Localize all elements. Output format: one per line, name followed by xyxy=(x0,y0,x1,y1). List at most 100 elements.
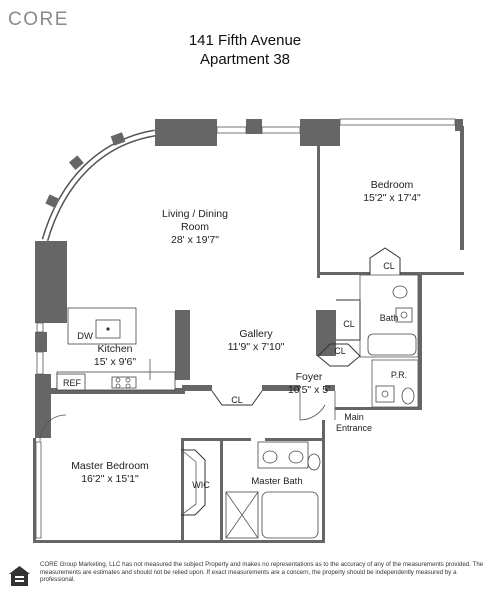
bedroom-bottom-wall xyxy=(320,272,370,275)
apartment-line: Apartment 38 xyxy=(199,51,291,68)
foyer-dims: 10'5" x 5' xyxy=(288,384,330,396)
gallery-south-wall-right xyxy=(262,385,300,391)
closet-pier xyxy=(316,310,336,356)
top-pier-left xyxy=(155,119,217,146)
kitchen-pier xyxy=(175,310,190,380)
living-label-line1: Living / Dining xyxy=(162,208,228,220)
dw-label: DW xyxy=(77,331,93,342)
right-wall xyxy=(460,126,464,250)
gallery-closet-label: CL xyxy=(231,395,243,405)
window-master xyxy=(35,441,42,539)
living-label-line2: Room xyxy=(181,221,209,233)
master-bedroom-right-wall xyxy=(181,438,184,541)
bottom-wall xyxy=(33,540,325,543)
master-tub xyxy=(261,491,319,539)
master-bath-label: Master Bath xyxy=(251,476,302,487)
window-left-2 xyxy=(36,351,44,375)
master-top-wall xyxy=(181,438,251,441)
bath-label: Bath xyxy=(380,313,399,323)
pr-outline xyxy=(371,359,419,408)
bath-sink xyxy=(395,307,413,323)
room-labels: Bedroom 15'2" x 17'4" Living / Dining Ro… xyxy=(63,179,421,490)
window-top-3 xyxy=(339,118,456,126)
bathtub xyxy=(367,333,417,356)
bedroom-closet-door xyxy=(369,247,401,275)
wic-door xyxy=(183,451,197,514)
gallery-label: Gallery xyxy=(239,328,273,340)
bay-mullion-2 xyxy=(68,155,84,171)
closet-b xyxy=(317,343,361,367)
bay-window-frame xyxy=(41,129,156,241)
wic-label: WIC xyxy=(192,480,210,490)
gallery-closet xyxy=(211,390,263,406)
entrance-label-line1: Main xyxy=(344,412,364,422)
pr-label: P.R. xyxy=(391,370,407,380)
sink-drain xyxy=(106,327,110,331)
kitchen-label: Kitchen xyxy=(97,343,132,355)
top-corner xyxy=(455,119,463,131)
listing-title: 141 Fifth Avenue Apartment 38 xyxy=(0,31,490,69)
left-pier-mid xyxy=(35,332,47,352)
vanity-sink-1 xyxy=(262,450,278,464)
bedroom-dims: 15'2" x 17'4" xyxy=(363,192,421,204)
master-toilet xyxy=(307,453,321,471)
entrance-label-line2: Entrance xyxy=(336,423,372,433)
footer: CORE Group Marketing, LLC has not measur… xyxy=(8,560,484,596)
bath-toilet xyxy=(392,285,408,299)
pr-sink xyxy=(375,385,395,403)
left-wall-master xyxy=(33,438,36,542)
foyer-label: Foyer xyxy=(296,371,323,383)
refrigerator xyxy=(56,373,86,391)
master-bath-top-wall xyxy=(265,438,325,441)
gallery-dims: 11'9" x 7'10" xyxy=(228,341,285,353)
kitchen-bottom-wall xyxy=(35,388,185,394)
burner-3 xyxy=(115,383,121,389)
equal-housing-icon xyxy=(9,566,30,586)
left-pier-upper xyxy=(35,241,67,323)
pr-sink-basin xyxy=(381,390,389,398)
bay-mullion-3 xyxy=(45,194,60,209)
closet-a-label: CL xyxy=(343,319,355,329)
master-bath-right-wall xyxy=(322,420,325,543)
bedroom-closet-label: CL xyxy=(383,261,395,271)
kitchen-dims: 15' x 9'6" xyxy=(94,356,136,368)
window-left-1 xyxy=(36,322,44,333)
foyer-door-swing xyxy=(299,391,326,421)
exterior-walls xyxy=(33,119,464,543)
closet-a xyxy=(336,299,361,341)
bay-window-glass xyxy=(43,131,156,241)
gallery-south-wall-left xyxy=(182,385,212,391)
disclaimer-text: CORE Group Marketing, LLC has not measur… xyxy=(40,561,484,584)
windows xyxy=(35,118,456,539)
burner-4 xyxy=(125,383,131,389)
master-door-swing xyxy=(39,414,67,442)
bath-sink-basin xyxy=(400,311,408,319)
bay-mullion-1 xyxy=(110,132,126,146)
pr-bottom-wall xyxy=(335,407,422,410)
bedroom-bottom-wall-right xyxy=(400,272,464,275)
closet-b-label: CL xyxy=(334,346,346,356)
burner-2 xyxy=(125,377,131,383)
window-top-2 xyxy=(261,126,301,134)
foyer-wall xyxy=(325,385,335,391)
core-logo: CORE xyxy=(8,9,69,30)
pr-toilet xyxy=(401,387,415,405)
ref-label: REF xyxy=(63,378,82,388)
address-line: 141 Fifth Avenue xyxy=(188,32,302,49)
bedroom-label: Bedroom xyxy=(371,179,414,191)
burner-1 xyxy=(115,377,121,383)
window-top-1 xyxy=(216,126,247,134)
shower-cross xyxy=(225,491,259,539)
interior-lines xyxy=(39,247,419,539)
master-bedroom-dims: 16'2" x 15'1" xyxy=(81,473,139,485)
vanity-sink-2 xyxy=(288,450,304,464)
wic-wall xyxy=(181,449,206,516)
living-dims: 28' x 19'7" xyxy=(171,234,219,246)
bedroom-left-wall xyxy=(317,130,320,278)
cooktop xyxy=(111,376,137,389)
master-bath-left-wall xyxy=(220,438,223,541)
bath-right-wall xyxy=(418,275,422,410)
master-bedroom-label: Master Bedroom xyxy=(71,460,149,472)
top-pier-small xyxy=(246,119,262,134)
